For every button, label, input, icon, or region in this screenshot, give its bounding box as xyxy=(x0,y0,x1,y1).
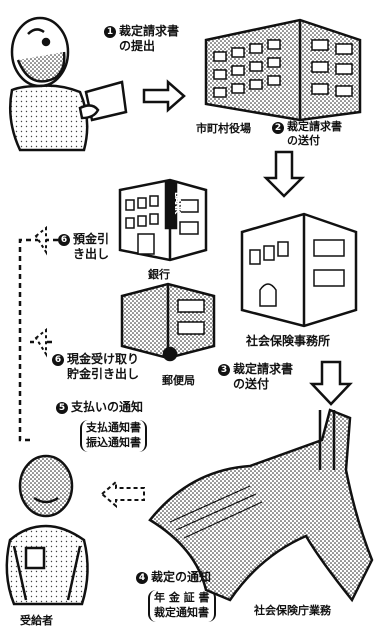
social-office-building xyxy=(240,212,358,328)
recipient-figure xyxy=(5,454,89,606)
post-office-building xyxy=(120,282,216,362)
step-1-label: 1 裁定請求書 の提出 xyxy=(104,24,179,54)
bank-sign: BANK xyxy=(173,192,182,214)
agency-label: 社会保険庁業務 xyxy=(254,604,331,617)
step-6b-line-1: 預金引 xyxy=(73,232,110,246)
step-5-number-icon: 5 xyxy=(56,402,68,414)
step-3-number-icon: 3 xyxy=(218,364,230,376)
municipal-building xyxy=(204,18,362,122)
step-6b-number-icon: 6 xyxy=(58,234,70,246)
arrow-to-municipal xyxy=(142,79,186,113)
bank-building xyxy=(118,178,208,262)
step-5-documents: 支払通知書 振込通知書 xyxy=(80,420,147,452)
municipal-label: 市町村役場 xyxy=(196,122,251,135)
step-5-doc-1: 支払通知書 xyxy=(86,421,141,434)
bank-label: 銀行 xyxy=(148,268,170,281)
step-5-label: 5 支払いの通知 xyxy=(56,400,143,415)
step-6-line-1: 現金受け取り xyxy=(67,352,140,366)
step-5-text: 支払いの通知 xyxy=(71,400,144,414)
step-6b-label: 6 預金引 き出し xyxy=(58,232,109,262)
step-1-number-icon: 1 xyxy=(104,26,116,38)
step-5-doc-2: 振込通知書 xyxy=(86,435,141,449)
step-3-line-1: 裁定請求書 xyxy=(233,362,294,376)
agency-building xyxy=(148,408,374,603)
step-4-text: 裁定の通知 xyxy=(151,570,212,584)
step-2-number-icon: 2 xyxy=(272,122,284,134)
step-4-doc-1: 年 金 証 書 xyxy=(154,591,210,604)
step-6-number-icon: 6 xyxy=(52,354,64,366)
step-6-label: 6 現金受け取り 貯金引き出し xyxy=(52,352,139,382)
step-2-line-2: の送付 xyxy=(287,133,320,147)
step-2-line-1: 裁定請求書 xyxy=(287,120,342,133)
step-4-doc-2: 裁定通知書 xyxy=(154,605,209,619)
step-6-line-2: 貯金引き出し xyxy=(67,367,140,381)
step-2-label: 2 裁定請求書 の送付 xyxy=(272,120,342,148)
step-3-line-2: の送付 xyxy=(233,377,270,391)
step-1-line-2: の提出 xyxy=(119,39,156,53)
arrow-down-2 xyxy=(309,360,353,406)
step-4-label: 4 裁定の通知 xyxy=(136,570,211,585)
dashed-arrow-to-recipient xyxy=(100,479,145,509)
social-office-label: 社会保険事務所 xyxy=(246,334,331,348)
arrow-down-1 xyxy=(262,150,306,198)
post-office-label: 郵便局 xyxy=(162,374,195,387)
step-4-number-icon: 4 xyxy=(136,572,148,584)
applicant-figure xyxy=(9,16,128,152)
dashed-arrow-heads xyxy=(34,225,47,358)
step-6b-line-2: き出し xyxy=(73,247,110,261)
step-3-label: 3 裁定請求書 の送付 xyxy=(218,362,293,392)
step-4-documents: 年 金 証 書 裁定通知書 xyxy=(148,590,216,622)
step-1-line-1: 裁定請求書 xyxy=(119,24,180,38)
recipient-label: 受給者 xyxy=(20,614,53,627)
